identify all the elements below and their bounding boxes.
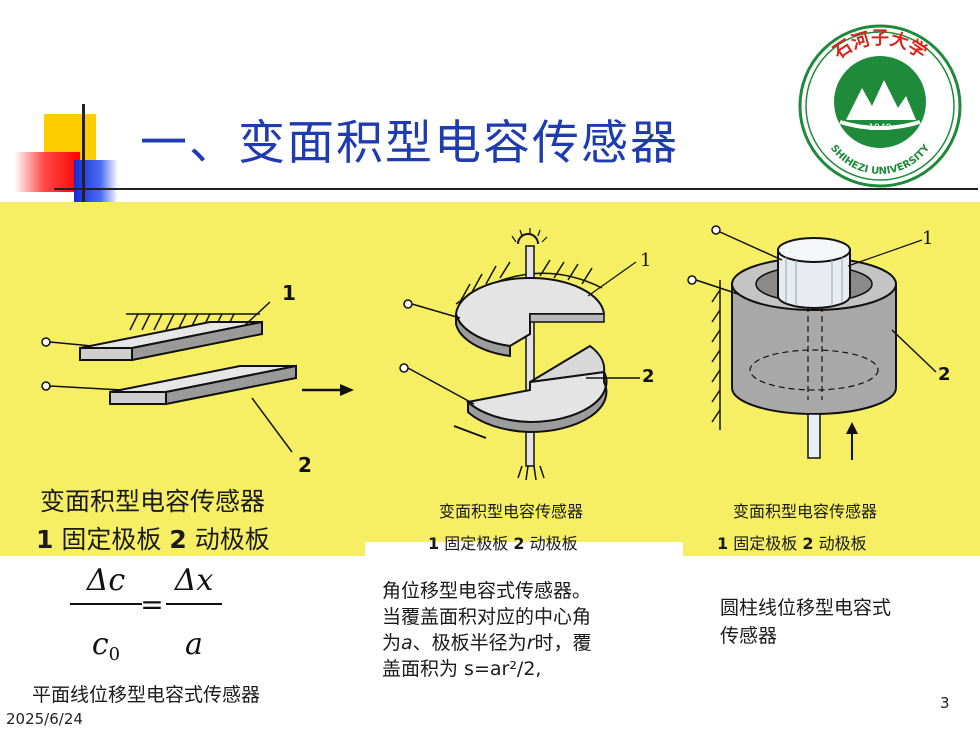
cyl-legend-label-1: 固定极板 [733,534,798,553]
title-underline [54,188,978,190]
angular-desc-line-3-mid: 、极板半径为 [412,632,527,654]
formula-equals: = [140,588,163,621]
planar-caption-title: 变面积型电容传感器 [40,487,266,516]
cyl-legend-num-1: 1 [717,534,729,553]
university-logo: 1949 石河子大学 SHIHEZI UNIVERSITY [798,24,962,188]
cyl-label-2: 2 [938,364,951,385]
angular-desc-line-3-pre: 为 [382,632,402,654]
angular-desc-line-3: 为a、极板半径为r时，覆 [382,630,682,656]
planar-legend-num-2: 2 [169,525,187,554]
angular-area-formula: s=ar²/2, [464,658,542,680]
cyl-caption-title: 变面积型电容传感器 [733,502,878,521]
decor-blue-gradient [74,160,118,202]
cyl-desc-line-2: 传感器 [720,625,778,647]
angular-label-1: 1 [640,250,651,271]
angular-desc-line-3-post: 时，覆 [534,632,592,654]
angular-label-2: 2 [642,366,655,387]
formula-den-right: a [185,627,203,662]
angular-sensor-diagram: 1 2 [399,228,655,481]
angular-legend-num-2: 2 [513,534,525,553]
formula-den-left-sub: 0 [109,644,120,665]
formula-num-left: Δc [86,563,126,598]
page-number: 3 [940,694,950,712]
panel-gap [365,542,683,556]
cylindrical-description: 圆柱线位移型电容式 传感器 [720,594,960,650]
angular-desc-line-4-pre: 盖面积为 [382,658,465,680]
area-formula: Δc c0 = Δx a [70,563,222,665]
svg-text:c0: c0 [92,627,120,665]
angular-legend-label-2: 动极板 [529,534,578,553]
planar-caption-legend: 1 固定极板 2 动极板 [36,520,270,556]
decor-vertical-line [82,104,85,204]
formula-num-right: Δx [174,563,214,598]
angular-legend-num-1: 1 [428,534,440,553]
planar-description: 平面线位移型电容式传感器 [32,684,261,706]
cyl-legend-label-2: 动极板 [818,534,867,553]
angular-description: 角位移型电容式传感器。 当覆盖面积对应的中心角 为a、极板半径为r时，覆 盖面积… [382,578,682,682]
planar-label-1: 1 [282,281,296,305]
angular-legend-label-1: 固定极板 [444,534,509,553]
angular-var-a: a [401,632,413,654]
logo-year: 1949 [869,123,892,133]
formula-den-left: c [92,627,109,662]
cyl-desc-line-1: 圆柱线位移型电容式 [720,597,892,619]
angular-var-r: r [526,632,535,654]
slide-date: 2025/6/24 [6,710,83,728]
decor-red-gradient [14,152,80,192]
slide-title: 一、变面积型电容传感器 [140,116,679,171]
cylindrical-sensor-diagram: 1 2 [687,225,951,460]
planar-sensor-diagram: 1 2 [41,281,354,477]
planar-legend-label-1: 固定极板 [61,525,162,554]
angular-desc-line-1: 角位移型电容式传感器。 [382,580,592,602]
angular-desc-line-2: 当覆盖面积对应的中心角 [382,606,592,628]
cyl-caption-legend: 1 固定极板 2 动极板 [717,530,867,554]
cyl-legend-num-2: 2 [802,534,814,553]
angular-desc-line-4: 盖面积为 s=ar²/2, [382,656,682,682]
angular-caption-legend: 1 固定极板 2 动极板 [428,530,578,554]
planar-label-2: 2 [298,453,312,477]
cyl-label-1: 1 [922,228,933,249]
angular-caption-title: 变面积型电容传感器 [439,502,584,521]
planar-legend-num-1: 1 [36,525,54,554]
planar-legend-label-2: 动极板 [194,525,270,554]
